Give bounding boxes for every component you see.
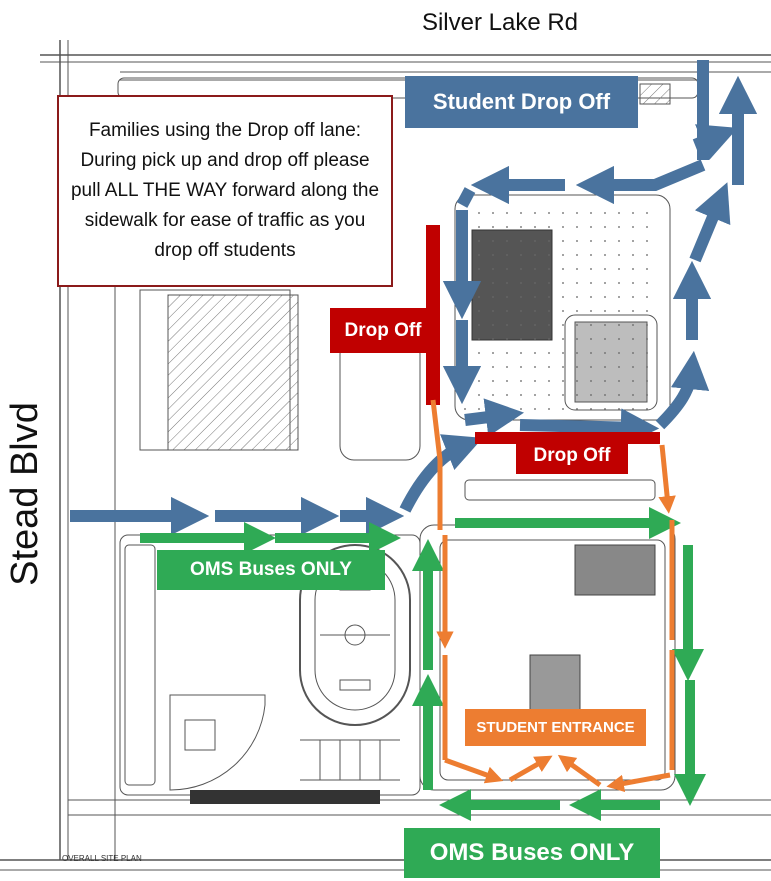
road-label-stead-blvd: Stead Blvd [3,402,46,586]
drop-off-label-west: Drop Off [330,308,436,353]
bus-route-arrows [140,506,707,822]
student-drop-off-label: Student Drop Off [405,76,638,128]
oms-buses-label-south: OMS Buses ONLY [404,828,660,878]
oms-buses-label-west: OMS Buses ONLY [157,550,385,590]
student-entrance-label: STUDENT ENTRANCE [465,709,646,746]
walk-route-arrows [430,399,676,793]
drop-off-notice: Families using the Drop off lane: During… [57,95,393,287]
car-route-arrows [70,60,758,536]
overall-site-plan-caption: OVERALL SITE PLAN [62,854,142,863]
road-label-silver-lake: Silver Lake Rd [421,9,579,36]
buildings [120,83,671,804]
drop-off-label-north: Drop Off [516,437,628,474]
